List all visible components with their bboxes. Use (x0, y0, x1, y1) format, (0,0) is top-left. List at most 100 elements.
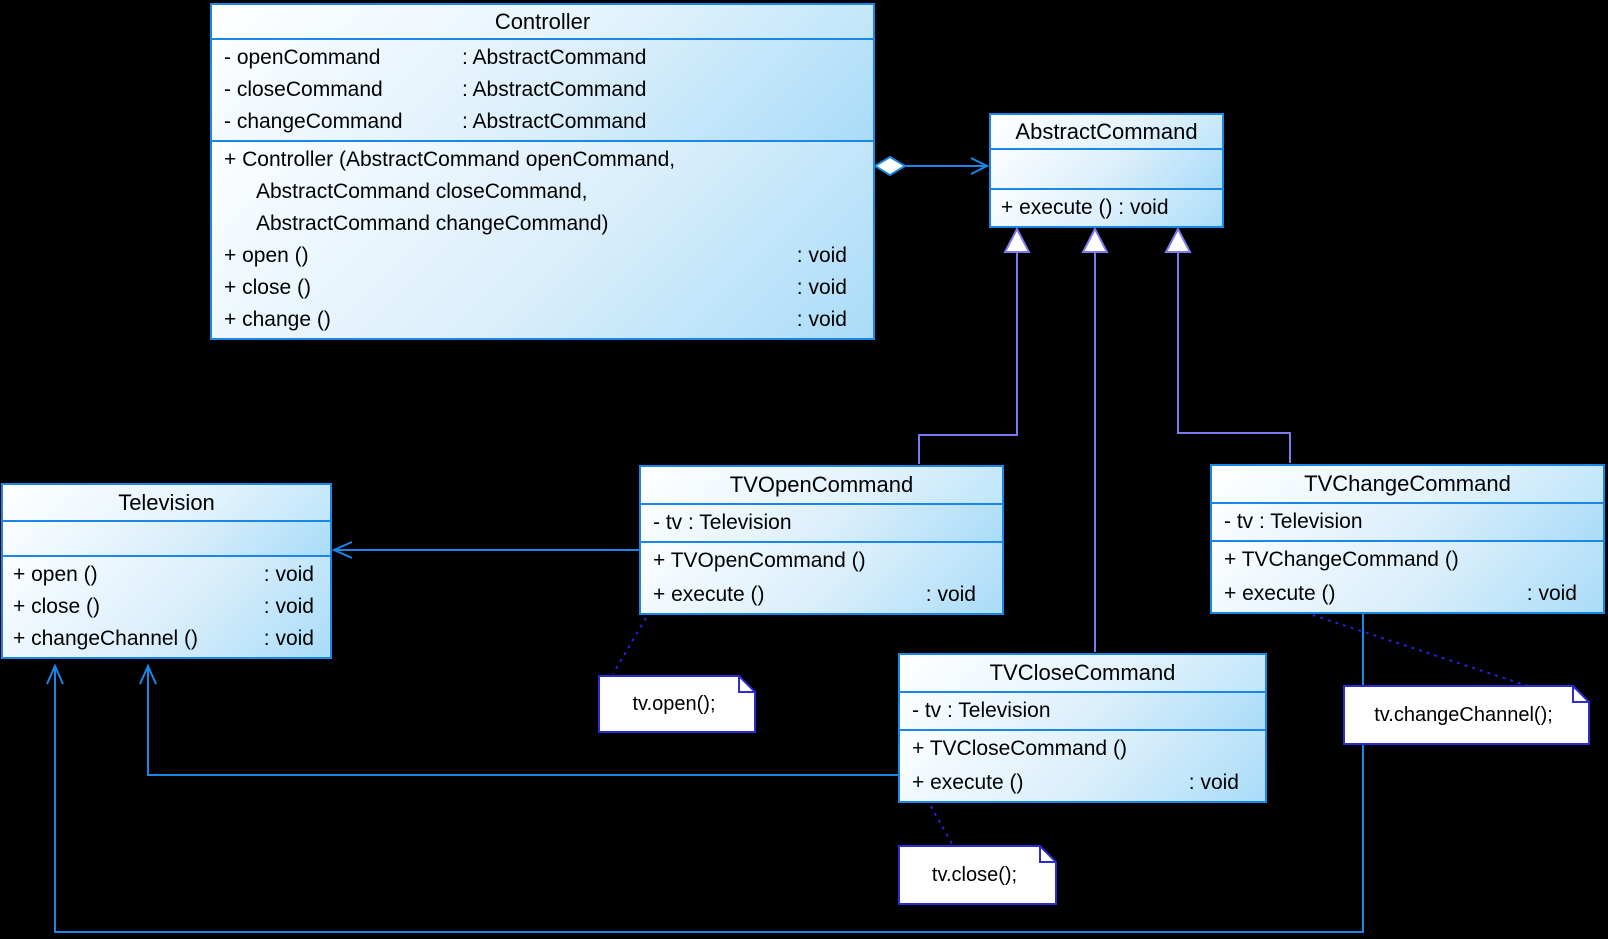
class-box-tvchangecommand: TVChangeCommand - tv : Television + TVCh… (1210, 464, 1605, 614)
attribute-type: : AbstractCommand (462, 46, 647, 69)
class-name: AbstractCommand (991, 115, 1222, 148)
open-arrowhead-icon (970, 157, 990, 175)
attribute-name: - closeCommand (224, 78, 383, 101)
attribute-row: - changeCommand : AbstractCommand (212, 106, 873, 138)
attribute-text: - tv : Television (912, 699, 1051, 722)
aggregation-diamond-icon (873, 155, 907, 177)
generalization-connector-tvchangecommand (1164, 226, 1291, 463)
note-shape-icon (598, 675, 756, 733)
class-box-tvclosecommand: TVCloseCommand - tv : Television + TVClo… (898, 653, 1267, 803)
methods-compartment: + TVChangeCommand () + execute () : void (1212, 540, 1603, 612)
methods-compartment: + execute () : void (991, 188, 1222, 226)
note-tv-close: tv.close(); (898, 845, 1057, 905)
attribute-row: - openCommand : AbstractCommand (212, 42, 873, 74)
method-return: : void (263, 627, 314, 650)
method-signature: AbstractCommand changeCommand) (256, 212, 609, 235)
method-row: AbstractCommand changeCommand) (212, 208, 873, 240)
method-row: + TVCloseCommand () (900, 732, 1265, 766)
method-row: + Controller (AbstractCommand openComman… (212, 144, 873, 176)
generalization-triangle-icon (1081, 226, 1109, 253)
attributes-compartment: - tv : Television (900, 691, 1265, 729)
method-signature: + execute () (1224, 582, 1336, 605)
open-arrowhead-icon (331, 541, 353, 559)
method-row: + execute () : void (991, 190, 1222, 226)
attribute-row: - tv : Television (641, 505, 1002, 541)
method-return: : void (796, 276, 847, 299)
method-signature: + open () (224, 244, 309, 267)
method-return: : void (263, 595, 314, 618)
association-connector-tvchangecommand-television (46, 602, 1364, 933)
note-tv-open: tv.open(); (598, 675, 756, 733)
attribute-row: - tv : Television (1212, 504, 1603, 540)
method-signature: + TVChangeCommand () (1224, 548, 1459, 571)
attribute-text: - tv : Television (1224, 510, 1363, 533)
note-text: tv.changeChannel(); (1374, 703, 1553, 726)
open-arrowhead-icon (46, 663, 64, 685)
attributes-compartment-empty (3, 520, 330, 555)
method-signature: + close () (13, 595, 100, 618)
note-shape-icon (898, 845, 1057, 905)
method-signature: AbstractCommand closeCommand, (256, 180, 588, 203)
method-signature: + change () (224, 308, 331, 331)
method-row: + close () : void (3, 591, 330, 623)
method-signature: + execute () : void (1001, 196, 1169, 219)
attribute-name: - changeCommand (224, 110, 403, 133)
method-signature: + Controller (AbstractCommand openComman… (224, 148, 676, 171)
attribute-type: : AbstractCommand (462, 110, 647, 133)
method-signature: + execute () (653, 583, 765, 606)
method-row: + open () : void (3, 559, 330, 591)
attributes-compartment: - tv : Television (1212, 502, 1603, 540)
aggregation-connector-controller-abstractcommand (873, 155, 990, 177)
attributes-compartment: - openCommand : AbstractCommand - closeC… (212, 38, 873, 140)
class-box-television: Television + open () : void + close () :… (1, 483, 332, 659)
generalization-connector-tvopencommand (918, 226, 1031, 464)
class-name: TVChangeCommand (1212, 466, 1603, 502)
method-return: : void (796, 308, 847, 331)
method-return: : void (1526, 582, 1577, 605)
attributes-compartment: - tv : Television (641, 503, 1002, 541)
method-return: : void (925, 583, 976, 606)
method-signature: + TVOpenCommand () (653, 549, 866, 572)
generalization-triangle-icon (1164, 226, 1192, 253)
method-row: + execute () : void (641, 578, 1002, 612)
class-name: Controller (212, 5, 873, 38)
attribute-row: - closeCommand : AbstractCommand (212, 74, 873, 106)
note-anchor-tvchange (1266, 599, 1529, 687)
method-return: : void (796, 244, 847, 267)
method-row: AbstractCommand closeCommand, (212, 176, 873, 208)
association-connector-tvclosecommand-television (139, 663, 898, 776)
note-text: tv.close(); (931, 863, 1018, 886)
methods-compartment: + Controller (AbstractCommand openComman… (212, 140, 873, 338)
method-signature: + close () (224, 276, 311, 299)
note-anchor-tvopen (612, 610, 651, 675)
generalization-triangle-icon (1003, 226, 1031, 253)
method-signature: + TVCloseCommand () (912, 737, 1127, 760)
attributes-compartment-empty (991, 148, 1222, 188)
method-row: + changeChannel () : void (3, 623, 330, 655)
generalization-connector-tvclosecommand (1081, 226, 1109, 652)
method-row: + TVOpenCommand () (641, 544, 1002, 578)
method-signature: + open () (13, 563, 98, 586)
note-shape-icon (1343, 685, 1590, 745)
methods-compartment: + open () : void + close () : void + cha… (3, 555, 330, 657)
method-row: + TVChangeCommand () (1212, 543, 1603, 577)
class-box-controller: Controller - openCommand : AbstractComma… (210, 3, 875, 340)
class-name: TVCloseCommand (900, 655, 1265, 691)
open-arrowhead-icon (139, 663, 157, 685)
attribute-text: - tv : Television (653, 511, 792, 534)
method-return: : void (1188, 771, 1239, 794)
attribute-name: - openCommand (224, 46, 381, 69)
method-return: : void (263, 563, 314, 586)
method-signature: + execute () (912, 771, 1024, 794)
method-signature: + changeChannel () (13, 627, 199, 650)
note-text: tv.open(); (632, 692, 716, 715)
class-box-abstractcommand: AbstractCommand + execute () : void (989, 113, 1224, 228)
association-connector-tvopencommand-television (331, 541, 639, 559)
method-row: + open () : void (212, 240, 873, 272)
note-tv-change: tv.changeChannel(); (1343, 685, 1590, 745)
class-box-tvopencommand: TVOpenCommand - tv : Television + TVOpen… (639, 465, 1004, 615)
method-row: + close () : void (212, 272, 873, 304)
class-name: Television (3, 485, 330, 520)
attribute-type: : AbstractCommand (462, 78, 647, 101)
